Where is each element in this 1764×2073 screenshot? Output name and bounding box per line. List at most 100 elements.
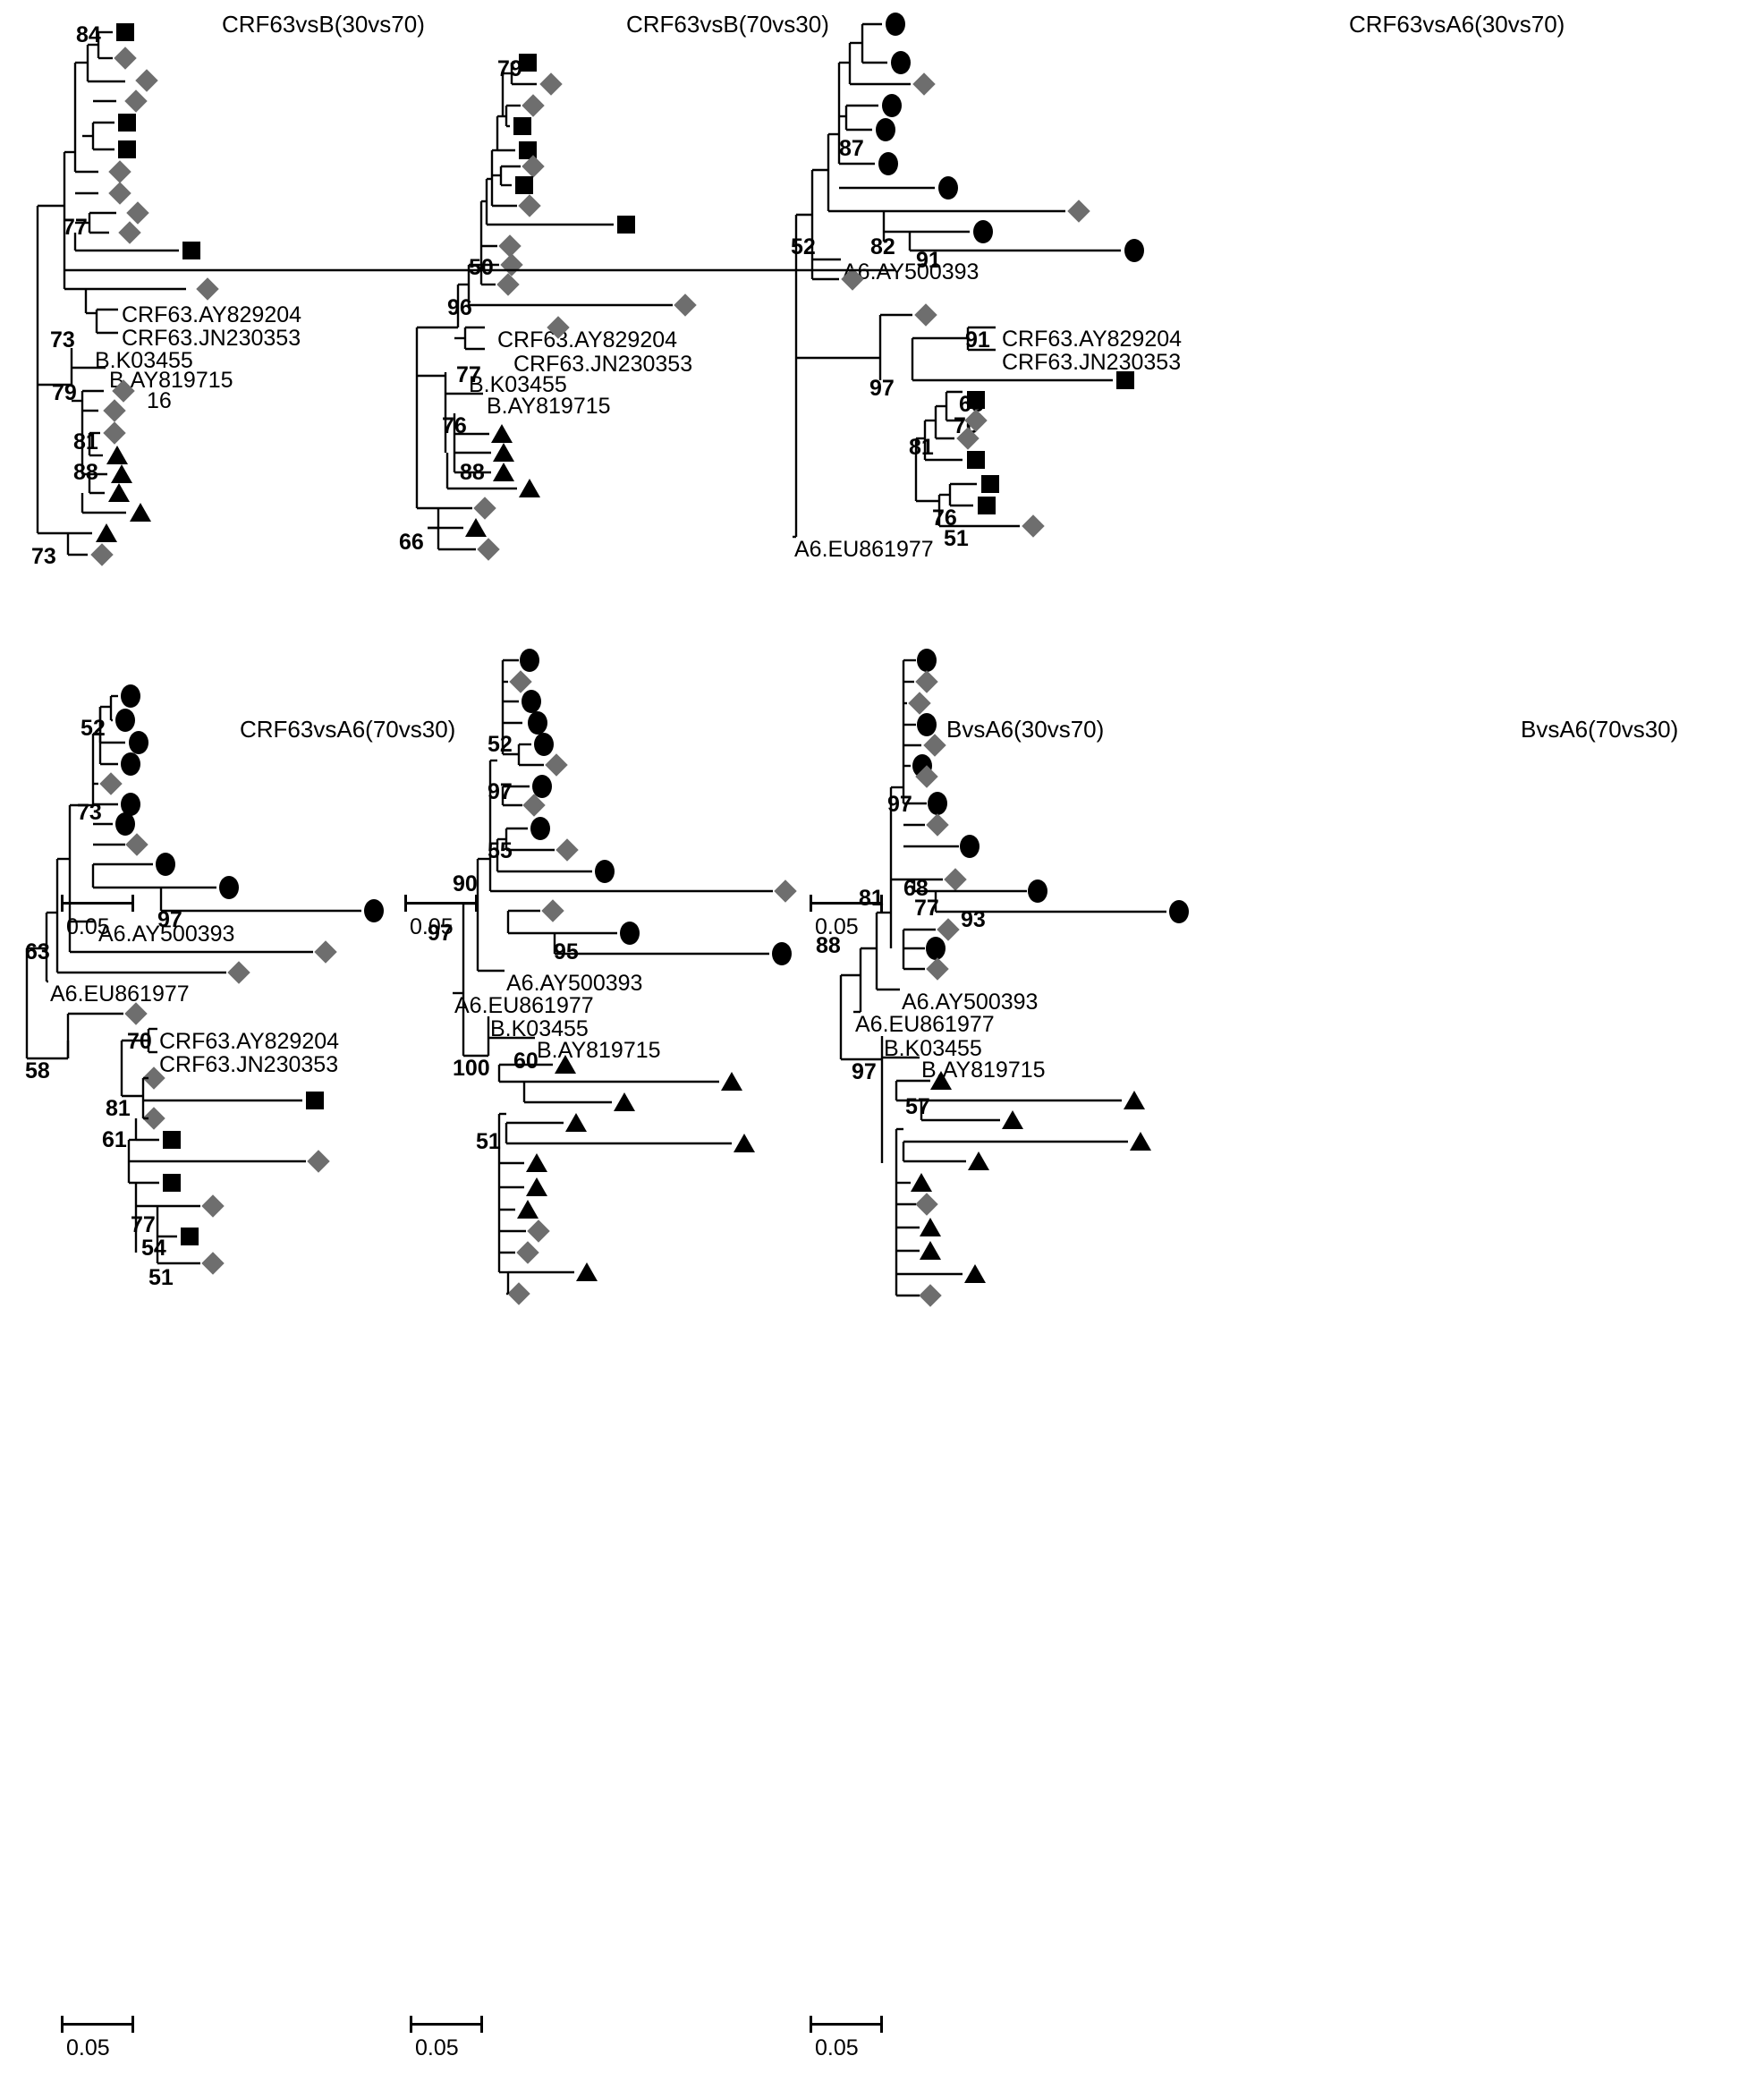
- tip-marker-black-square: [617, 216, 635, 234]
- bootstrap-value: 100: [453, 1056, 490, 1081]
- bootstrap-value: 54: [141, 1236, 166, 1261]
- taxon-label: A6.EU861977: [794, 537, 934, 562]
- scale-bar-label: 0.05: [66, 914, 110, 939]
- taxon-label: CRF63.AY829204: [159, 1029, 340, 1054]
- tip-marker-black-square: [513, 117, 531, 135]
- tip-marker-black-square: [967, 391, 985, 409]
- taxon-label: CRF63.AY829204: [497, 327, 678, 353]
- taxon-label: CRF63.JN230353: [513, 352, 693, 377]
- tip-marker-black-circle: [528, 711, 547, 735]
- panel-title: BvsA6(30vs70): [946, 716, 1105, 743]
- tip-marker-black-triangle: [465, 518, 487, 537]
- taxon-label: CRF63.AY829204: [1002, 327, 1183, 352]
- tip-marker-black-square: [181, 1228, 199, 1245]
- tip-marker-black-triangle: [964, 1264, 986, 1283]
- tip-marker-black-circle: [926, 937, 946, 960]
- taxon-label: CRF63.JN230353: [1002, 350, 1182, 375]
- panel-title: CRF63vsB(70vs30): [626, 11, 829, 38]
- tip-marker-black-triangle: [130, 503, 151, 522]
- tip-marker-black-square: [981, 475, 999, 493]
- bootstrap-value: 77: [456, 362, 481, 387]
- bootstrap-value: 91: [965, 327, 990, 353]
- tip-marker-black-circle: [595, 860, 615, 883]
- tip-marker-black-circle: [928, 792, 947, 815]
- tip-marker-black-circle: [156, 853, 175, 876]
- tip-marker-black-circle: [938, 176, 958, 200]
- tip-marker-black-circle: [364, 899, 384, 922]
- taxon-label: 16: [147, 388, 172, 413]
- taxon-label: A6.AY500393: [843, 259, 980, 285]
- bootstrap-value: 79: [497, 56, 522, 81]
- bootstrap-value: 73: [31, 544, 56, 569]
- bootstrap-value: 81: [106, 1096, 131, 1121]
- panel-title: CRF63vsA6(30vs70): [1349, 11, 1565, 38]
- tip-marker-black-triangle: [565, 1113, 587, 1132]
- tip-marker-black-circle: [121, 793, 140, 816]
- tip-marker-black-circle: [115, 812, 135, 836]
- taxon-label: A6.EU861977: [50, 981, 190, 1007]
- scale-bar: [61, 2016, 134, 2034]
- tip-marker-black-square: [163, 1174, 181, 1192]
- tip-marker-black-triangle: [911, 1173, 932, 1192]
- tip-marker-black-circle: [1169, 900, 1189, 923]
- bootstrap-value: 60: [513, 1049, 539, 1074]
- panel-title: CRF63vsB(30vs70): [222, 11, 425, 38]
- tip-marker-black-circle: [534, 733, 554, 756]
- tip-marker-black-triangle: [108, 483, 130, 502]
- tip-marker-black-triangle: [519, 479, 540, 497]
- taxon-label: B.K03455: [95, 348, 193, 373]
- tip-marker-black-square: [519, 54, 537, 72]
- tip-marker-black-square: [515, 176, 533, 194]
- bootstrap-value: 51: [148, 1265, 174, 1290]
- tip-marker-black-triangle: [106, 446, 128, 464]
- panel-title: CRF63vsA6(70vs30): [240, 716, 456, 743]
- bootstrap-value: 97: [869, 376, 895, 401]
- scale-bar-label: 0.05: [815, 914, 859, 939]
- tip-marker-black-circle: [917, 713, 937, 736]
- bootstrap-value: 87: [839, 136, 864, 161]
- taxon-label: A6.EU861977: [454, 993, 594, 1018]
- tip-marker-black-triangle: [1124, 1091, 1145, 1109]
- scale-bar-label: 0.05: [815, 2035, 859, 2060]
- scale-bar-label: 0.05: [415, 2035, 459, 2060]
- tip-marker-black-circle: [960, 835, 980, 858]
- bootstrap-value: 51: [944, 526, 969, 551]
- tip-marker-black-triangle: [517, 1200, 539, 1219]
- tip-marker-black-circle: [886, 13, 905, 36]
- tip-marker-black-triangle: [493, 463, 514, 481]
- bootstrap-value: 91: [916, 248, 941, 273]
- tip-marker-black-triangle: [614, 1092, 635, 1111]
- taxon-label: A6.EU861977: [855, 1012, 995, 1037]
- bootstrap-value: 58: [25, 1058, 50, 1083]
- tip-marker-black-triangle: [493, 443, 514, 462]
- tip-marker-black-circle: [891, 51, 911, 74]
- bootstrap-value: 52: [488, 732, 513, 757]
- scale-bar: [810, 2016, 883, 2034]
- tip-marker-black-circle: [520, 649, 539, 672]
- taxon-label: CRF63.JN230353: [159, 1052, 339, 1077]
- tip-marker-black-circle: [973, 220, 993, 243]
- bootstrap-value: 88: [73, 460, 98, 485]
- taxon-label: A6.AY500393: [902, 990, 1039, 1015]
- taxon-label: A6.AY500393: [506, 971, 643, 996]
- scale-bar: [61, 895, 134, 913]
- bootstrap-value: 81: [859, 886, 884, 911]
- taxon-label: CRF63.JN230353: [122, 326, 301, 351]
- tip-marker-black-circle: [115, 709, 135, 732]
- tip-marker-black-triangle: [920, 1241, 941, 1260]
- bootstrap-value: 97: [488, 779, 513, 804]
- tip-marker-black-square: [163, 1131, 181, 1149]
- taxon-label: B.K03455: [469, 372, 567, 397]
- tip-marker-black-circle: [121, 684, 140, 708]
- tip-marker-black-circle: [882, 94, 902, 117]
- tip-marker-black-triangle: [1002, 1110, 1023, 1129]
- tip-marker-black-circle: [878, 152, 898, 175]
